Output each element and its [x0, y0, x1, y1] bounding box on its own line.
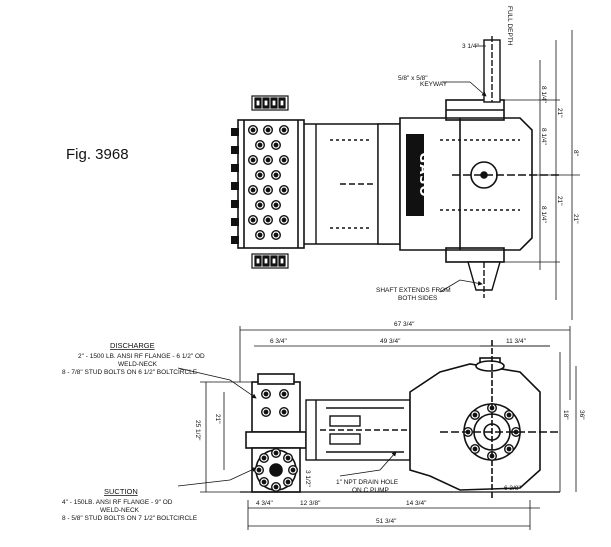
gaso-logo-text: GASO — [416, 152, 431, 197]
crosshead-section — [304, 123, 401, 245]
plan-dim-5: 21" — [556, 196, 563, 206]
plan-dim-7: 21" — [572, 214, 579, 224]
keyway-size: 5/8" x 5/8" — [398, 75, 428, 82]
elev-dim-right-h1: 36" — [578, 410, 585, 420]
plan-dim-3: 8 1/4" — [540, 128, 547, 145]
plan-dim-6: 8" — [572, 150, 579, 157]
drain-note-1: 1" NPT DRAIN HOLE — [336, 479, 399, 486]
elev-dim-mid-small: 3 1/2" — [304, 470, 311, 487]
figure-label: Fig. 3968 — [66, 146, 129, 163]
discharge-line-1: 2" - 1500 LB. ANSI RF FLANGE - 6 1/2" OD — [78, 353, 205, 360]
fluid-end-top-bolts — [251, 95, 289, 111]
discharge-line-2: WELD-NECK — [118, 361, 158, 368]
plan-view: GASO — [231, 30, 580, 320]
plan-dimension-lines — [504, 30, 580, 320]
elevation-view — [177, 326, 577, 530]
suction-line-3: 8 - 5/8" STUD BOLTS ON 7 1/2" BOLTCIRCLE — [62, 515, 198, 522]
elev-dim-bottom-left: 4 3/4" — [256, 500, 273, 507]
suction-line-1: 4" - 150LB. ANSI RF FLANGE - 9" OD — [62, 499, 173, 506]
elev-dim-bottom-far: 6 3/8" — [504, 485, 521, 492]
keyway-note: KEYWAY — [420, 81, 448, 88]
suction-title: SUCTION — [104, 487, 138, 496]
full-depth-note: FULL DEPTH — [506, 6, 513, 46]
shaft-note-2: BOTH SIDES — [398, 295, 438, 302]
shaft-note: SHAFT EXTENDS FROM — [376, 287, 451, 294]
elevation-power-end — [409, 340, 560, 500]
shaft-upper — [483, 36, 501, 103]
elev-dim-bottom-total: 51 3/4" — [376, 518, 397, 525]
power-frame — [399, 99, 560, 263]
elevation-crosshead — [305, 399, 440, 461]
elevation-fluid-end — [245, 373, 307, 493]
elev-dim-left-h: 25 1/2" — [194, 420, 201, 441]
drain-note-2: ON C PUMP — [352, 487, 389, 494]
elev-dim-overall: 67 3/4" — [394, 321, 415, 328]
elev-dim-bottom-mid: 12 3/8" — [300, 500, 321, 507]
discharge-title: DISCHARGE — [110, 341, 155, 350]
gaso-logo: GASO — [406, 134, 431, 216]
fluid-end-bottom-bolts — [251, 253, 289, 269]
discharge-line-3: 8 - 7/8" STUD BOLTS ON 6 1/2" BOLTCIRCLE — [62, 369, 198, 376]
suction-line-2: WELD-NECK — [100, 507, 140, 514]
shaft-lower — [467, 261, 501, 298]
elev-dim-bottom-right: 14 3/4" — [406, 500, 427, 507]
elev-dim-top2: 49 3/4" — [380, 338, 401, 345]
fluid-end-block — [231, 119, 305, 249]
plan-dim-4: 8 1/4" — [540, 206, 547, 223]
elevation-dimension-lines — [200, 326, 577, 530]
shaft-dim-top: 3 1/4" — [462, 43, 479, 50]
plan-dim-1: 8 1/4" — [540, 86, 547, 103]
plan-dim-2: 21" — [556, 108, 563, 118]
elev-dim-right-h2: 18" — [562, 410, 569, 420]
elev-dim-left-small: 21" — [214, 414, 221, 424]
elev-dim-top-right: 11 3/4" — [506, 338, 527, 345]
elev-dim-top-left: 6 3/4" — [270, 338, 287, 345]
